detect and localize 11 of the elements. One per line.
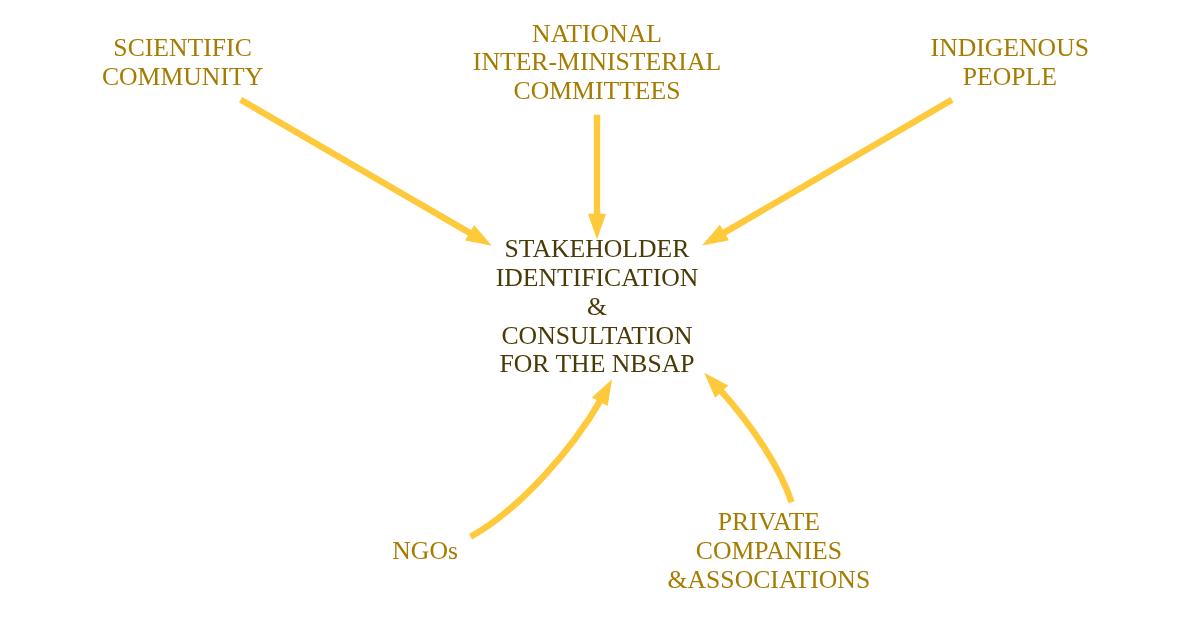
node-text: SCIENTIFIC COMMUNITY	[101, 32, 264, 91]
arrow	[702, 96, 954, 246]
node-text: NATIONAL INTER-MINISTERIAL COMMITTEES	[472, 18, 722, 106]
arrow	[704, 372, 795, 504]
arrow	[587, 114, 607, 240]
arrow	[468, 379, 613, 540]
node-text: NGOs	[392, 535, 458, 565]
node-text: STAKEHOLDER IDENTIFICATION & CONSULTATION FOR THE NBSAP	[495, 233, 699, 379]
arrow	[239, 96, 492, 246]
node-text: PRIVATE COMPANIES &ASSOCIATIONS	[667, 506, 871, 594]
node-text: INDIGENOUS PEOPLE	[930, 32, 1090, 91]
